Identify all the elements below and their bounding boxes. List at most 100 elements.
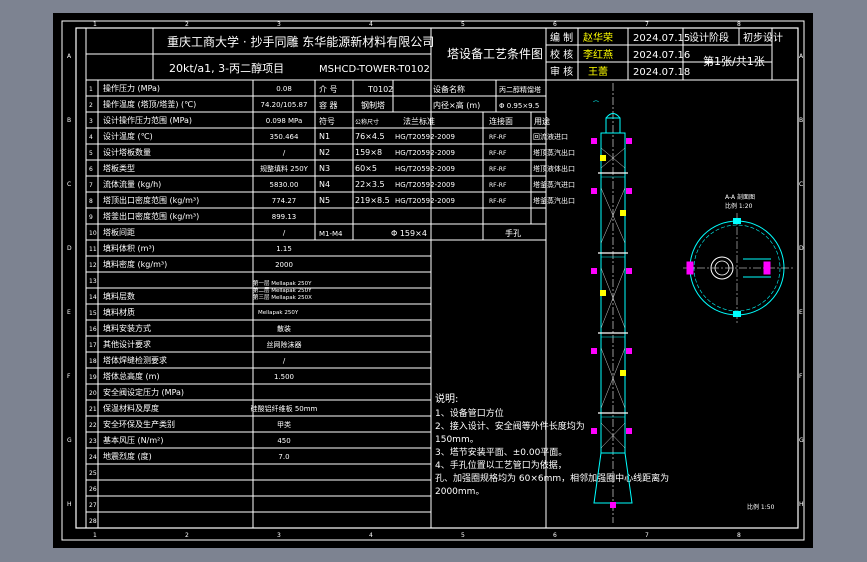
sign-name-1: 赵华荣 — [583, 31, 613, 44]
zone-number-top: 6 — [553, 21, 557, 28]
svg-text:⌒: ⌒ — [593, 101, 599, 108]
zone-letter-left: D — [67, 245, 72, 252]
zone-number-top: 1 — [93, 21, 97, 28]
param-row-value: / — [283, 357, 286, 365]
param-row-name: 设计操作压力范围 (MPa) — [103, 115, 192, 125]
note-line: 4、手孔位置以工艺管口为依据， — [435, 459, 567, 471]
sheet-count: 第1张/共1张 — [703, 54, 765, 68]
note-line: 孔、加强圈规格均为 60×6mm，相邻加强圈中心线距离为 — [435, 472, 669, 484]
param-row-value: 5830.00 — [270, 181, 299, 189]
nozzle-face: RF-RF — [489, 150, 507, 157]
nozzle-standard: HG/T20592-2009 — [395, 181, 455, 189]
param-row-number: 10 — [89, 230, 97, 237]
drawing-name: 塔设备工艺条件图 — [447, 47, 543, 61]
param-row-number: 3 — [89, 118, 93, 125]
zone-number-top: 8 — [737, 21, 741, 28]
zone-letter-right: E — [799, 309, 803, 316]
nozzle-size: 76×4.5 — [355, 132, 385, 141]
param-row-number: 17 — [89, 342, 97, 349]
zone-letter-right: B — [799, 117, 803, 124]
zone-letter-left: E — [67, 309, 71, 316]
zone-number-top: 3 — [277, 21, 281, 28]
param-row-value: 2000 — [275, 261, 293, 269]
nozzle-size: 219×8.5 — [355, 196, 390, 205]
param-row-name: 安全阀设定压力 (MPa) — [103, 387, 184, 397]
nozzle-face: RF-RF — [489, 134, 507, 141]
zone-number-bottom: 5 — [461, 532, 465, 539]
manhole-purpose: 手孔 — [505, 228, 521, 238]
zone-number-top: 4 — [369, 21, 373, 28]
zone-number-bottom: 4 — [369, 532, 373, 539]
param-row-number: 8 — [89, 198, 93, 205]
project-line: 20kt/a1, 3-丙二醇项目 — [169, 61, 284, 75]
param-row-number: 24 — [89, 454, 97, 461]
sign-date-2: 2024.07.16 — [633, 50, 690, 61]
param-row-name: 其他设计要求 — [103, 339, 151, 349]
nozzle-face: RF-RF — [489, 182, 507, 189]
param-row-value: 7.0 — [278, 453, 289, 461]
equip-label-vessel: 容 器 — [319, 100, 338, 110]
packing-detail-1: 第一层 Mellapak 250Y — [253, 279, 312, 287]
nozzle-standard: HG/T20592-2009 — [395, 197, 455, 205]
param-row-number: 7 — [89, 182, 93, 189]
zone-number-bottom: 8 — [737, 532, 741, 539]
nozzle-face: RF-RF — [489, 166, 507, 173]
zone-letter-right: F — [799, 373, 803, 380]
zone-letter-right: D — [799, 245, 804, 252]
nozzle-code: N2 — [319, 148, 330, 157]
param-row-value: 74.20/105.87 — [261, 101, 308, 109]
section-scale: 比例 1:20 — [725, 202, 753, 210]
param-row-number: 16 — [89, 326, 97, 333]
sign-role-1: 编 制 — [550, 31, 573, 44]
param-row-number: 2 — [89, 102, 93, 109]
sign-name-3: 王蕾 — [588, 65, 608, 78]
zone-number-bottom: 6 — [553, 532, 557, 539]
tower-elevation-drawing: ⌒ — [591, 83, 633, 523]
param-row-value: 1.500 — [274, 373, 294, 381]
equip-label-dim: 内径×高 (m) — [433, 100, 480, 110]
param-row-name: 塔体总高度 (m) — [103, 371, 160, 381]
param-row-name: 基本风压 (N/m²) — [103, 435, 163, 445]
zone-letter-left: A — [67, 53, 72, 60]
param-row-value: 丝网除沫器 — [267, 340, 302, 349]
param-row-name: 塔体焊缝检测要求 — [103, 355, 167, 365]
nozzle-size: 159×8 — [355, 148, 382, 157]
nozzle-face: RF-RF — [489, 198, 507, 205]
note-line: 1、设备管口方位 — [435, 407, 504, 419]
param-row-value: 散装 — [277, 324, 291, 333]
note-line: 2000mm。 — [435, 487, 484, 497]
param-row-name: 填料层数 — [103, 291, 135, 301]
note-line: 150mm。 — [435, 435, 479, 445]
param-row-name: 设计塔板数量 — [103, 147, 151, 157]
param-row-number: 18 — [89, 358, 97, 365]
param-row-number: 1 — [89, 86, 93, 93]
param-row-value: 350.464 — [270, 133, 299, 141]
param-row-number: 9 — [89, 214, 93, 221]
equip-value-vessel: 钢制塔 — [361, 100, 385, 110]
nozzle-standard: HG/T20592-2009 — [395, 165, 455, 173]
sign-role-3: 审 核 — [550, 65, 573, 78]
nozzle-standard: HG/T20592-2009 — [395, 149, 455, 157]
param-row-number: 20 — [89, 390, 97, 397]
param-row-number: 28 — [89, 518, 97, 525]
zone-letter-right: H — [799, 501, 804, 508]
stage-value: 初步设计 — [743, 31, 783, 44]
param-row-name: 填料体积 (m³) — [103, 243, 155, 253]
zone-number-top: 5 — [461, 21, 465, 28]
param-row-number: 23 — [89, 438, 97, 445]
zone-letter-left: G — [67, 437, 72, 444]
notes-title: 说明: — [435, 392, 458, 405]
manhole-code: M1-M4 — [319, 230, 343, 238]
drawing-number: MSHCD-TOWER-T0102 — [319, 64, 430, 75]
param-row-number: 21 — [89, 406, 97, 413]
param-row-value: 0.098 MPa — [266, 117, 303, 125]
nozzle-purpose: 塔顶液体出口 — [533, 164, 575, 173]
param-row-value: 1.15 — [276, 245, 292, 253]
stage-label: 设计阶段 — [689, 31, 729, 44]
param-row-value: 450 — [277, 437, 290, 445]
param-row-name: 塔板类型 — [103, 163, 135, 173]
nozzle-standard: HG/T20592-2009 — [395, 133, 455, 141]
